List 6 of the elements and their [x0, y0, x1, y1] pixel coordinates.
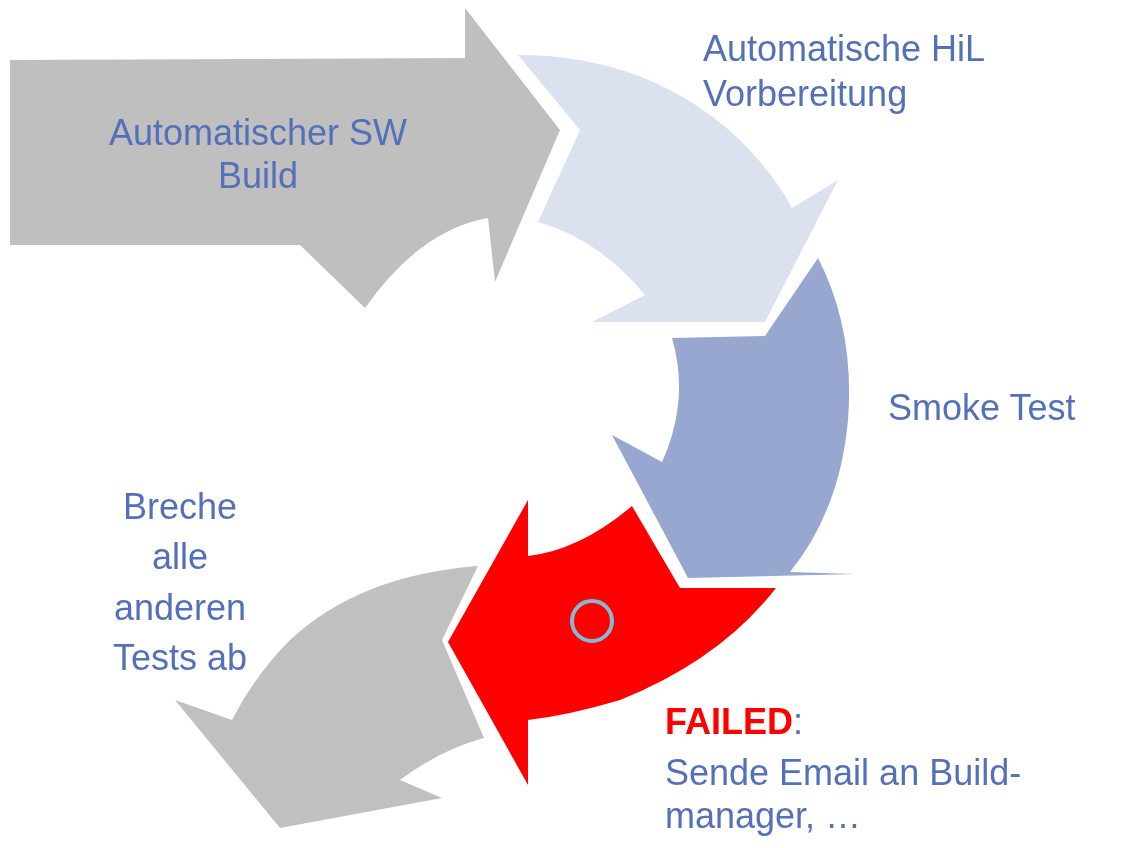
step-caption: Smoke Test: [888, 386, 1077, 430]
step-caption: Sende Email an Build-manager, …: [665, 751, 1023, 838]
step-caption: Breche alle anderen Tests ab: [111, 485, 249, 681]
step-caption: Automatische HiL Vorbereitung: [703, 27, 985, 116]
step-label: Automatischer SW Build: [108, 111, 408, 198]
step-caption: FAILED:: [665, 700, 805, 744]
